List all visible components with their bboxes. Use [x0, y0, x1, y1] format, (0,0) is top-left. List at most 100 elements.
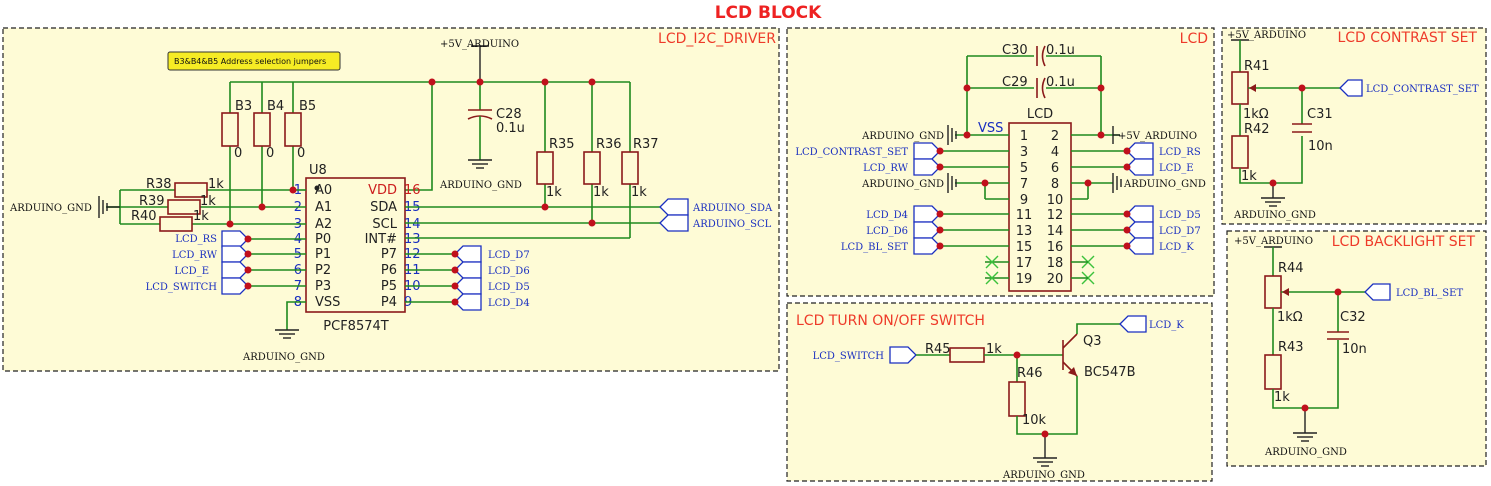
value-r45: 1k [986, 342, 1002, 357]
u8-pin-name-vss: VSS [315, 295, 340, 310]
vcc-label-contrast: +5V_ARDUINO [1227, 30, 1306, 41]
net-flag-d4 [454, 293, 482, 311]
net-flag-lcd-rs [221, 230, 249, 248]
label-lcd-vss: VSS [978, 121, 1003, 136]
lcd-pin-4: 4 [1051, 145, 1059, 160]
u8-pin-num-16: 16 [404, 183, 421, 198]
lcd-pin-20: 20 [1047, 272, 1064, 287]
net-label-lcd-switch: LCD_SWITCH [146, 282, 218, 293]
lcd-pin-18: 18 [1047, 256, 1064, 271]
lcd-net-right-2: +5V_ARDUINO [1118, 131, 1197, 142]
label-pcf8574t: PCF8574T [323, 319, 388, 334]
label-r39: R39 [139, 194, 165, 209]
lcd-net-right-16: LCD_K [1159, 242, 1194, 253]
label-c32: C32 [1340, 310, 1366, 325]
net-label-lcd-k: LCD_K [1149, 320, 1184, 331]
label-r35: R35 [549, 137, 575, 152]
flag-lcd-switch [889, 346, 917, 364]
lcd-pin-10: 10 [1047, 193, 1064, 208]
net-label-d5: LCD_D5 [488, 282, 530, 293]
lcd-pin-16: 16 [1047, 240, 1064, 255]
lcd-flag-e [1126, 158, 1154, 176]
resistor-b3 [221, 112, 239, 147]
label-c31: C31 [1307, 107, 1333, 122]
lcd-pin-3: 3 [1020, 145, 1028, 160]
block-title-switch: LCD TURN ON/OFF SWITCH [796, 313, 985, 329]
resistor-r46 [1008, 381, 1026, 417]
u8-pin-name-p4: P4 [381, 295, 397, 310]
u8-pin-name-vdd: VDD [368, 183, 397, 198]
block-title-i2c: LCD_I2C_DRIVER [658, 31, 776, 47]
value-r41: 1kΩ [1243, 107, 1269, 122]
net-label-d6: LCD_D6 [488, 266, 530, 277]
lcd-pin-13: 13 [1016, 224, 1033, 239]
block-backlight [1226, 230, 1487, 467]
lcd-net-left-7: ARDUINO_GND [861, 179, 944, 190]
lcd-net-right-14: LCD_D7 [1159, 226, 1201, 237]
value-r46: 10k [1022, 413, 1047, 428]
value-r35: 1k [546, 185, 562, 200]
net-label-contrast-set: LCD_CONTRAST_SET [1366, 84, 1479, 95]
lcd-net-left-1: ARDUINO_GND [861, 131, 944, 142]
chip-u8 [305, 177, 406, 313]
net-label-d4: LCD_D4 [488, 298, 530, 309]
lcd-flag-d4 [913, 205, 941, 223]
lcd-net-left-11: LCD_D4 [866, 210, 908, 221]
value-c30: 0.1u [1046, 43, 1075, 58]
net-flag-d6 [454, 261, 482, 279]
u8-pin-name-p7: P7 [381, 247, 397, 262]
net-label-lcd-rs: LCD_RS [175, 234, 217, 245]
u8-pin-name-intn: INT# [365, 232, 397, 247]
label-r41: R41 [1244, 59, 1270, 74]
value-b4: 0 [266, 146, 274, 161]
value-r38: 1k [208, 177, 224, 192]
net-flag-d5 [454, 277, 482, 295]
lcd-pin-15: 15 [1016, 240, 1033, 255]
lcd-pin-9: 9 [1020, 193, 1028, 208]
label-b4: B4 [267, 99, 284, 114]
label-r43: R43 [1278, 340, 1304, 355]
lcd-connector [1008, 122, 1072, 292]
u8-pin-name-a1: A1 [315, 200, 332, 215]
resistor-r35 [536, 151, 554, 185]
pot-r44 [1264, 275, 1282, 309]
flag-lcd-k [1119, 315, 1147, 333]
sw-net-label-switch: LCD_SWITCH [813, 351, 885, 362]
value-c28: 0.1u [496, 121, 525, 136]
label-c28: C28 [496, 107, 522, 122]
gnd-label-left: ARDUINO_GND [9, 203, 92, 214]
value-c32: 10n [1342, 342, 1367, 357]
resistor-r38 [174, 182, 208, 198]
lcd-net-right-12: LCD_D5 [1159, 210, 1201, 221]
resistor-r43 [1264, 354, 1282, 390]
label-b3: B3 [235, 99, 252, 114]
lcd-pin-11: 11 [1016, 208, 1033, 223]
label-r36: R36 [596, 137, 622, 152]
lcd-pin-14: 14 [1047, 224, 1064, 239]
net-flag-lcd-switch [221, 277, 249, 295]
resistor-r36 [583, 151, 601, 185]
block-title-contrast: LCD CONTRAST SET [1337, 30, 1477, 46]
lcd-flag-contrast [913, 142, 941, 160]
resistor-r40 [159, 216, 193, 232]
page-title: LCD BLOCK [715, 3, 822, 23]
gnd-label-switch: ARDUINO_GND [1002, 470, 1085, 481]
value-c31: 10n [1308, 139, 1333, 154]
net-label-sda: ARDUINO_SDA [692, 203, 773, 214]
flag-bl-set [1364, 283, 1391, 301]
lcd-pin-8: 8 [1051, 177, 1059, 192]
label-q3: Q3 [1083, 334, 1102, 349]
net-label-lcd-rw: LCD_RW [172, 250, 218, 261]
u8-pin-name-p1: P1 [315, 247, 331, 262]
lcd-flag-d6 [913, 221, 941, 239]
label-c30: C30 [1002, 43, 1028, 58]
flag-contrast-set [1339, 79, 1363, 97]
resistor-r42 [1231, 135, 1249, 169]
gnd-label-backlight: ARDUINO_GND [1264, 447, 1347, 458]
u8-pin-name-p2: P2 [315, 263, 331, 278]
lcd-pin-19: 19 [1016, 272, 1033, 287]
block-switch [786, 302, 1213, 482]
lcd-flag-rw [913, 158, 941, 176]
gnd-label-c28: ARDUINO_GND [439, 180, 522, 191]
